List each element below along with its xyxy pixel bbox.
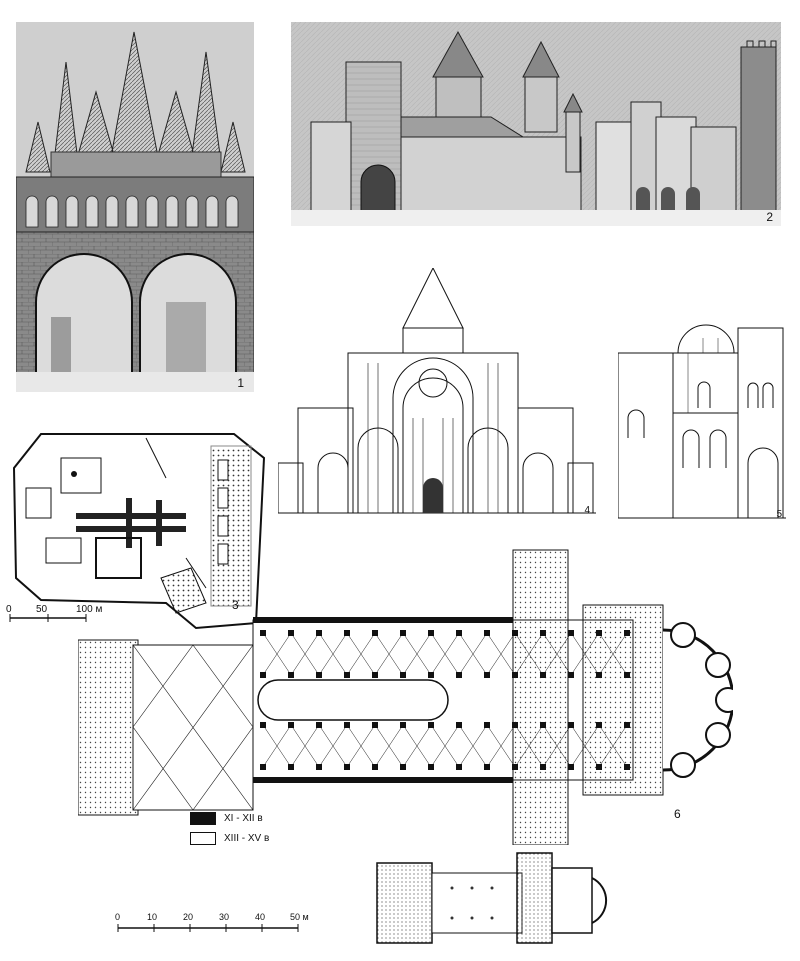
scale-label-50: 50 (36, 604, 48, 615)
figure-3-site-plan: 0 50 100 м 3 (6, 428, 274, 640)
figure-1-entrance-gate-engraving: 1 (16, 22, 254, 392)
vault-rib (402, 632, 432, 676)
vault-rib (318, 632, 348, 676)
vault-rib (290, 632, 320, 676)
vault-rib (514, 724, 544, 768)
legend-item-early: XI - XII в (190, 808, 269, 828)
vault-rib (374, 632, 404, 676)
vault-rib (514, 632, 544, 676)
scale-tick-30: 30 (219, 912, 230, 922)
legend-label-early: XI - XII в (224, 812, 263, 824)
figure-number-4: 4 (584, 505, 590, 516)
scale-tick-40: 40 (255, 912, 266, 922)
figure-6-church-ground-plan: 6 (78, 545, 733, 845)
figure-5-side-elevation: 5 (618, 308, 786, 520)
site-plan-drawing (9, 433, 266, 630)
vault-rib (458, 632, 488, 676)
vault-rib (542, 632, 572, 676)
scale-tick-50: 50 м (290, 912, 309, 922)
facade-elevation-drawing (278, 268, 596, 514)
inset-plan-drawing (376, 852, 608, 944)
vault-rib (458, 724, 488, 768)
vault-rib (346, 724, 376, 768)
vault-rib (290, 724, 320, 768)
scale-tick-20: 20 (183, 912, 194, 922)
vault-rib (430, 724, 460, 768)
vault-rib (570, 632, 600, 676)
figure-number-5: 5 (776, 509, 782, 520)
figure-4-facade-elevation: 4 (278, 268, 596, 518)
vault-rib (598, 724, 628, 768)
vault-rib (374, 724, 404, 768)
vault-rib (262, 724, 292, 768)
vault-rib (402, 724, 432, 768)
vault-rib (542, 724, 572, 768)
scale-label-100: 100 м (76, 604, 103, 615)
scale-tick-10: 10 (147, 912, 158, 922)
legend-swatch-black (190, 811, 216, 825)
legend-item-late: XIII - XV в (190, 828, 269, 848)
figure-number-6: 6 (674, 807, 681, 821)
figure-number-3: 3 (232, 598, 239, 612)
side-elevation-drawing (618, 324, 786, 519)
vault-rib (262, 632, 292, 676)
period-legend: XI - XII в XIII - XV в (190, 808, 269, 848)
figure-number-1: 1 (237, 376, 244, 390)
vault-rib (570, 724, 600, 768)
vault-rib (598, 632, 628, 676)
legend-swatch-white (190, 831, 216, 845)
scale-bar-line (117, 924, 299, 932)
plan-scale-bar: 0 10 20 30 40 50 м (112, 912, 332, 938)
vault-rib (486, 632, 516, 676)
figure-2-abbey-panorama: 2 (291, 22, 781, 226)
abbey-panorama-drawing (291, 22, 781, 226)
vault-rib (486, 724, 516, 768)
figure-6-inset-plan (372, 848, 622, 948)
vault-rib (346, 632, 376, 676)
gate-engraving-drawing (16, 22, 254, 392)
vault-rib (430, 632, 460, 676)
figure-number-2: 2 (766, 210, 773, 224)
scale-label-0: 0 (6, 604, 12, 615)
legend-label-late: XIII - XV в (224, 832, 270, 844)
church-plan-drawing (78, 549, 733, 845)
scale-tick-0: 0 (115, 912, 121, 922)
vault-rib (318, 724, 348, 768)
